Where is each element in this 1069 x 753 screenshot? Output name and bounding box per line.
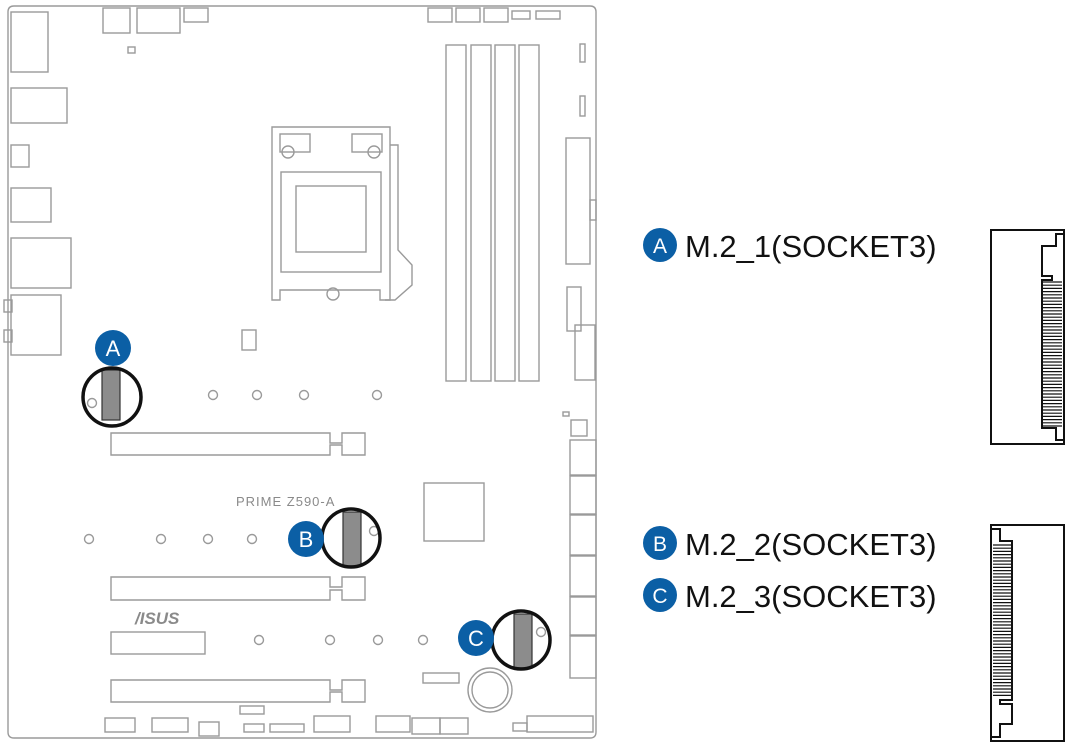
badge-c-board <box>458 620 494 656</box>
legend-item-b: B M.2_2(SOCKET3) <box>643 526 937 562</box>
legend-item-a: A M.2_1(SOCKET3) <box>643 228 937 264</box>
legend-label-b: M.2_2(SOCKET3) <box>685 527 937 562</box>
legend-label-c: M.2_3(SOCKET3) <box>685 579 937 614</box>
m2-connector-bc-illustration <box>990 524 1065 742</box>
legend-badge-b-letter: B <box>653 533 667 556</box>
legend-badge-a <box>643 228 677 262</box>
callout-ring-a <box>81 366 143 428</box>
badge-b-board-letter: B <box>299 527 314 552</box>
callout-slot-c: C <box>458 609 552 671</box>
callout-slot-b: B <box>288 507 382 569</box>
callout-slot-a: A <box>81 330 143 428</box>
legend-badge-c <box>643 578 677 612</box>
legend-badge-c-letter: C <box>652 585 667 608</box>
motherboard <box>3 5 597 739</box>
legend-badge-b <box>643 526 677 560</box>
badge-b-board <box>288 521 324 557</box>
board-model-label: PRIME Z590-A <box>236 494 335 509</box>
legend-label-a: M.2_1(SOCKET3) <box>685 229 937 264</box>
badge-a-board-letter: A <box>106 336 121 361</box>
badge-c-board-letter: C <box>468 626 484 651</box>
legend-item-c: C M.2_3(SOCKET3) <box>643 578 937 614</box>
m2-connector-a-illustration <box>990 229 1065 445</box>
legend-badge-a-letter: A <box>653 235 667 258</box>
m2-slot-a-shape <box>101 369 121 421</box>
m2-slot-b-shape <box>342 511 362 567</box>
brand-logo: /ISUS <box>134 609 180 628</box>
m2-slot-c-shape <box>513 613 533 669</box>
badge-a-board <box>95 330 131 366</box>
